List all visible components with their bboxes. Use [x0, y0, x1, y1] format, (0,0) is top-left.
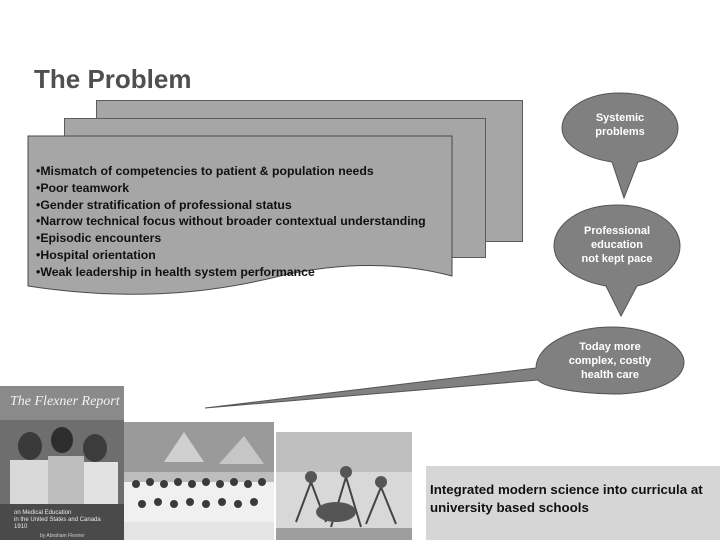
- flexner-report-cover-image: The Flexner Report on Medical Education …: [0, 386, 124, 540]
- bullet-item: Mismatch of competencies to patient & po…: [36, 163, 496, 180]
- callout-professional-education: [553, 204, 681, 318]
- flexner-report-byline: by Abraham Flexner: [40, 533, 85, 539]
- bullet-item: Weak leadership in health system perform…: [36, 264, 496, 281]
- bullet-item: Hospital orientation: [36, 247, 496, 264]
- bullet-item: Gender stratification of professional st…: [36, 197, 496, 214]
- caption-box: [426, 466, 720, 540]
- bubble-label-systemic: Systemic problems: [595, 112, 645, 138]
- nurses-group-photo: [124, 422, 274, 540]
- caption-text: Integrated modern science into curricula…: [430, 482, 703, 515]
- slide-title: The Problem: [34, 64, 192, 94]
- flexner-report-subtitle: on Medical Education in the United State…: [14, 510, 101, 530]
- flexner-report-title: The Flexner Report: [10, 394, 120, 409]
- bubble-label-professional-education: Professional education not kept pace: [581, 225, 653, 265]
- historical-engraving-image: [276, 432, 412, 540]
- callout-systemic-problems: [561, 92, 679, 200]
- bubble-label-today-more-complex: Today more complex, costly health care: [568, 341, 652, 381]
- bullet-item: Poor teamwork: [36, 180, 496, 197]
- bullet-item: Episodic encounters: [36, 230, 496, 247]
- problem-bullet-list: Mismatch of competencies to patient & po…: [36, 163, 496, 281]
- callout-today-more-complex: [204, 326, 685, 409]
- bullet-item: Narrow technical focus without broader c…: [36, 213, 496, 230]
